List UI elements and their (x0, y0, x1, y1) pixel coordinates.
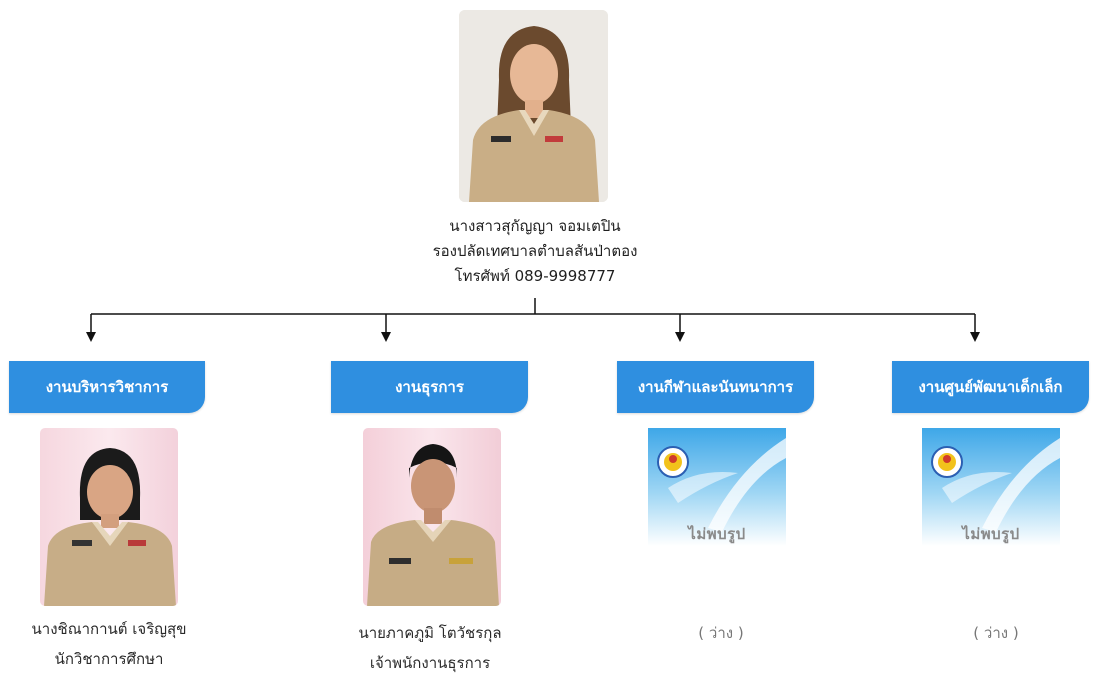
dept-header-academic: งานบริหารวิชาการ (9, 361, 205, 413)
member-photo-2 (363, 428, 501, 606)
member-portrait-image (363, 428, 501, 606)
head-portrait-image (459, 10, 608, 202)
connector-arrow-2 (381, 314, 391, 342)
head-photo (459, 10, 608, 202)
no-photo-label: ไม่พบรูป (688, 525, 746, 543)
head-info: นางสาวสุกัญญา จอมเตปิน รองปลัดเทศบาลตำบล… (380, 214, 690, 289)
member-info-1: นางชิณากานต์ เจริญสุข นักวิชาการศึกษา (0, 614, 239, 674)
connector-arrow-4 (970, 314, 980, 342)
member-name: นางชิณากานต์ เจริญสุข (31, 620, 187, 638)
dept-label: งานศูนย์พัฒนาเด็กเล็ก (918, 378, 1063, 396)
no-photo-image (648, 428, 786, 546)
no-photo-placeholder-4: ไม่พบรูป (922, 428, 1060, 546)
vacant-label-4: ( ว่าง ) (973, 624, 1019, 642)
head-name: นางสาวสุกัญญา จอมเตปิน (449, 217, 621, 235)
member-name: นายภาคภูมิ โตวัชรกุล (358, 624, 502, 642)
connector-arrow-1 (86, 314, 96, 342)
dept-header-childcare: งานศูนย์พัฒนาเด็กเล็ก (892, 361, 1089, 413)
member-photo-1 (40, 428, 178, 606)
member-position: เจ้าพนักงานธุรการ (369, 654, 491, 672)
vacant-label-3: ( ว่าง ) (698, 624, 744, 642)
dept-header-sports: งานกีฬาและนันทนาการ (617, 361, 814, 413)
member-position: นักวิชาการศึกษา (54, 650, 164, 668)
member-info-2: นายภาคภูมิ โตวัชรกุล เจ้าพนักงานธุรการ (300, 618, 560, 678)
head-position: รองปลัดเทศบาลตำบลสันป่าตอง (432, 242, 638, 260)
dept-label: งานบริหารวิชาการ (45, 378, 169, 396)
connector-arrow-3 (675, 314, 685, 342)
head-phone: โทรศัพท์ 089-9998777 (454, 267, 616, 285)
member-portrait-image (40, 428, 178, 606)
no-photo-image (922, 428, 1060, 546)
no-photo-label: ไม่พบรูป (962, 525, 1020, 543)
dept-label: งานกีฬาและนันทนาการ (637, 378, 794, 396)
dept-header-admin: งานธุรการ (331, 361, 528, 413)
dept-label: งานธุรการ (395, 378, 464, 396)
no-photo-placeholder-3: ไม่พบรูป (648, 428, 786, 546)
